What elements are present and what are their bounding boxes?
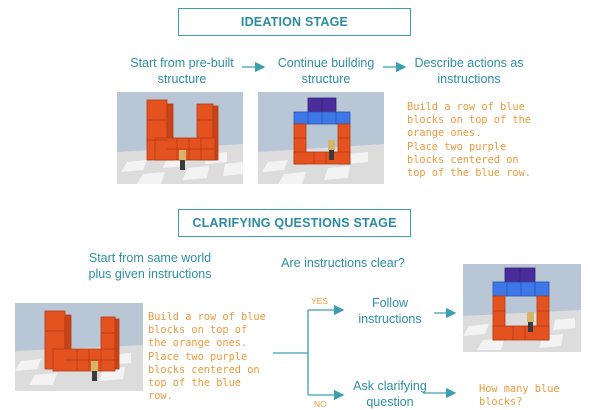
no-branch-label: NO: [314, 399, 327, 409]
scene-continued-structure: [258, 92, 384, 184]
clarify-question-label: Are instructions clear?: [281, 256, 405, 270]
clarifying-question-text: How many blue blocks?: [479, 383, 560, 409]
ideation-instructions-text: Build a row of blue blocks on top of the…: [407, 101, 531, 180]
yes-branch-label: YES: [311, 296, 329, 306]
scene-prebuilt-structure: [117, 92, 243, 184]
scene-same-world: [15, 303, 143, 391]
clarify-instructions-text: Build a row of blue blocks on top of the…: [148, 311, 266, 403]
ideation-stage-title: IDEATION STAGE: [178, 8, 411, 36]
scene-completed-structure: [463, 264, 581, 352]
clarifying-stage-title: CLARIFYING QUESTIONS STAGE: [178, 209, 411, 237]
